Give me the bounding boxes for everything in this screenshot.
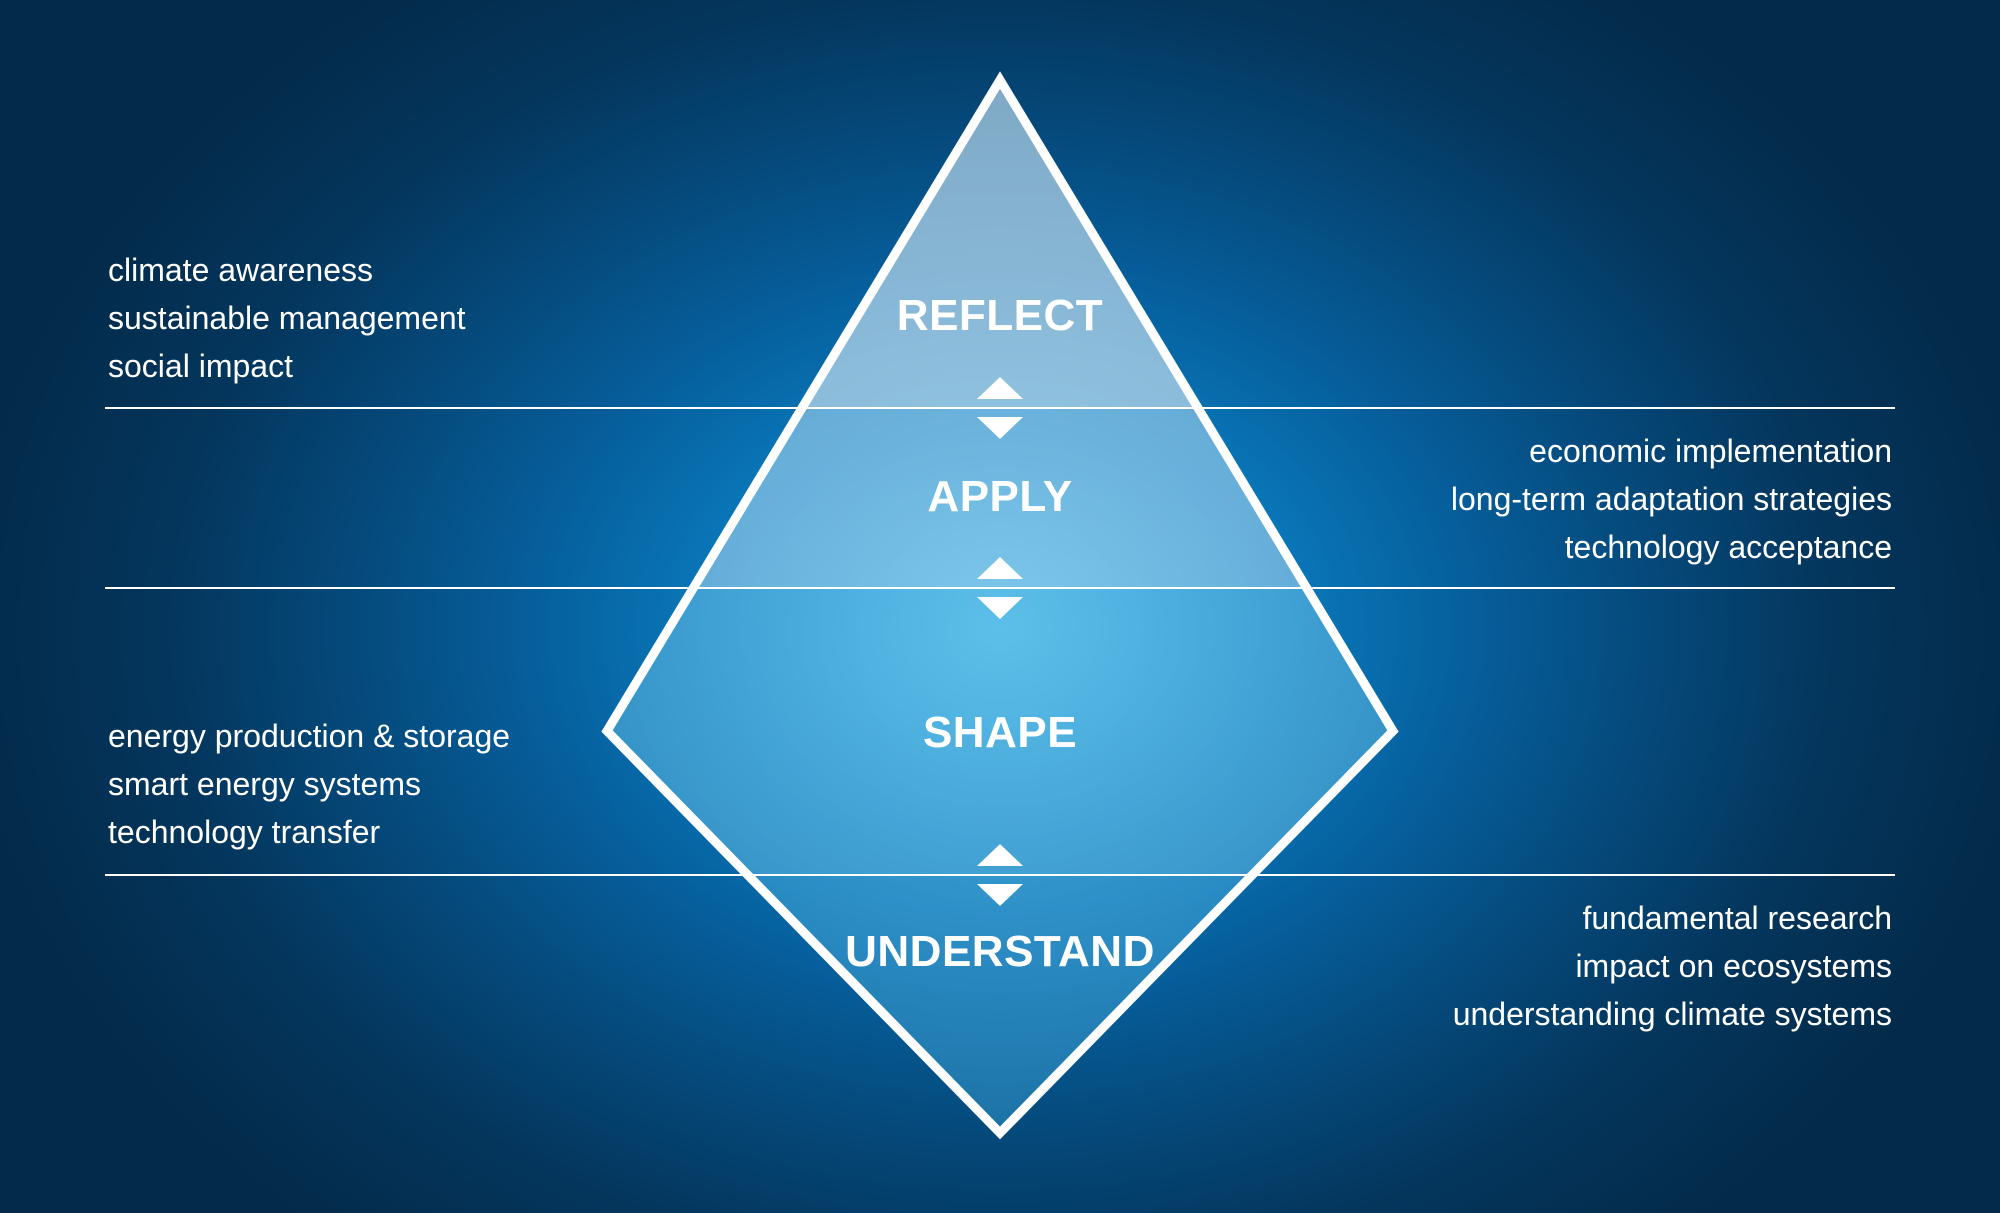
description-item: understanding climate systems	[1452, 996, 1892, 1032]
description-item: social impact	[108, 348, 293, 384]
description-item: climate awareness	[108, 252, 373, 288]
shape-description: energy production & storage smart energy…	[108, 712, 510, 856]
description-item: smart energy systems	[108, 766, 421, 802]
diamond-outline	[601, 71, 1399, 1140]
double-arrow-up-down-icon	[977, 844, 1023, 906]
layer-label-shape: SHAPE	[923, 708, 1077, 757]
description-item: impact on ecosystems	[1575, 948, 1892, 984]
reflect-description: climate awareness sustainable management…	[108, 246, 466, 390]
description-item: sustainable management	[108, 300, 466, 336]
description-item: long-term adaptation strategies	[1450, 481, 1892, 517]
understand-description: fundamental research impact on ecosystem…	[1453, 894, 1892, 1038]
description-item: technology acceptance	[1564, 529, 1892, 565]
double-arrow-up-down-icon	[977, 557, 1023, 619]
layer-label-understand: UNDERSTAND	[845, 927, 1155, 976]
description-item: economic implementation	[1529, 433, 1892, 469]
double-arrow-up-down-icon	[977, 377, 1023, 439]
layer-label-reflect: REFLECT	[897, 291, 1103, 340]
description-item: energy production & storage	[108, 718, 511, 754]
description-item: fundamental research	[1582, 900, 1892, 936]
description-item: technology transfer	[108, 814, 381, 850]
layer-label-apply: APPLY	[927, 472, 1072, 521]
apply-description: economic implementation long-term adapta…	[1451, 427, 1892, 571]
